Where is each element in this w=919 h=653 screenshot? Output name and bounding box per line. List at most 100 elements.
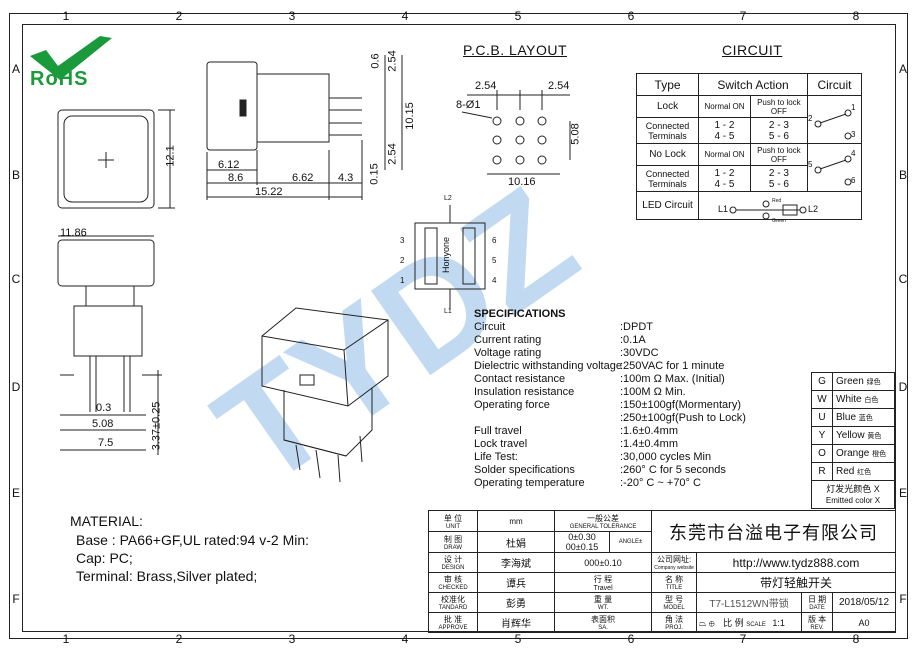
terminal-brand: Honyone (441, 236, 452, 274)
led-l1: L1 (718, 204, 729, 214)
tb-tol-cn: 一般公差 (587, 513, 620, 523)
color-footer-cn: 灯发光颜色 X (826, 483, 880, 494)
spec-key: Operating force (474, 399, 550, 411)
color-code: Y (811, 426, 833, 445)
circuit-led-diagram (698, 191, 862, 220)
side-view-body (256, 73, 330, 143)
tb-angle: ANGLE± (609, 531, 653, 553)
tb-design-value: 李海斌 (477, 552, 555, 573)
grid-col: 7 (739, 9, 747, 23)
spec-key: Insulation resistance (474, 386, 575, 398)
color-cn: 蓝色 (858, 415, 873, 422)
circuit-header-circuit: Circuit (806, 73, 863, 96)
spec-key: Full travel (474, 425, 522, 437)
tb-check-value: 谭兵 (477, 572, 555, 593)
tb-draw-cn: 制 图 (443, 534, 463, 544)
tb-design-en: DESIGN (441, 565, 465, 571)
circuit-connected-1a: 1 - 2 4 - 5 (698, 117, 751, 144)
grid-row: E (11, 486, 20, 500)
tb-scale-cn: 比 例 (723, 618, 744, 628)
tb-wt-en: WT. (597, 605, 609, 611)
tb-rev-value: A0 (832, 612, 896, 633)
grid-col: 8 (852, 9, 860, 23)
tb-model-en: MODEL (663, 605, 685, 611)
circuit-lock: Lock (635, 95, 700, 118)
color-cn: 白色 (864, 397, 879, 404)
grid-row: D (898, 380, 908, 394)
grid-col: 6 (627, 632, 635, 646)
dim-top-h5: 2.54 (386, 143, 399, 165)
circ-pin-6: 6 (851, 176, 856, 185)
circuit-header-action: Switch Action (698, 73, 808, 96)
grid-row: A (11, 62, 20, 76)
dim-top-h3: 10.15 (403, 102, 416, 130)
color-code: O (811, 444, 833, 463)
tb-appr-value: 肖辉华 (477, 612, 555, 633)
color-code: U (811, 408, 833, 427)
tb-travel-en: Travel (593, 584, 613, 592)
spec-val: :1.6±0.4mm (620, 425, 679, 437)
terminal-pin-2: 2 (400, 256, 405, 265)
spec-val: :-20° C ~ +70° C (620, 477, 701, 489)
spec-val: :100M Ω Min. (620, 386, 686, 398)
circuit-header-type: Type (635, 73, 700, 96)
dim-front-width: 11.86 (60, 227, 87, 239)
circuit-connected-1: Connected Terminals (635, 117, 700, 144)
grid-col: 4 (401, 632, 409, 646)
tb-web-cn: 公司网址: (656, 555, 692, 564)
tb-rev-en: REV. (810, 625, 824, 631)
spec-val: :100m Ω Max. (Initial) (620, 373, 725, 385)
tb-unit-value: mm (477, 510, 555, 532)
color-cn: 橙色 (872, 451, 887, 458)
spec-key: Voltage rating (474, 347, 542, 359)
terminal-pin-4: 4 (492, 276, 497, 285)
grid-row: C (898, 272, 908, 286)
dim-top-h4: 0.15 (368, 163, 381, 185)
terminal-pin-3: 3 (400, 236, 405, 245)
circ-pin-4: 4 (851, 149, 856, 158)
circuit-nolock: No Lock (635, 143, 700, 166)
tb-wt-cn: 重 量 (593, 595, 613, 604)
pcb-d4: 10.16 (508, 176, 536, 188)
color-code: R (811, 462, 833, 481)
tb-model-cn: 型 号 (664, 595, 684, 604)
dim-bot-w1: 0.3 (96, 402, 112, 414)
spec-key: Lock travel (474, 438, 528, 450)
tb-tol2: 00±0.15 (565, 542, 599, 552)
tb-web-en: Company website (654, 565, 694, 571)
color-en: Green (836, 376, 864, 387)
grid-row: F (12, 592, 20, 606)
tb-tol1: 0±0.30 (568, 532, 596, 542)
circ-pin-3: 3 (851, 130, 856, 139)
tb-std-value: 彭勇 (477, 592, 555, 613)
pcb-holes (492, 116, 547, 165)
spec-val: :1.4±0.4mm (620, 438, 679, 450)
rohs-check-icon (30, 36, 112, 80)
spec-key: Solder specifications (474, 464, 575, 476)
tb-sa-cn: 表面积 (591, 615, 616, 624)
dim-side-w4: 4.3 (338, 172, 354, 184)
tb-tol3: 000±0.10 (553, 552, 653, 573)
tb-std-en: TANDARD (438, 605, 468, 611)
tb-model-value: T7-L1512WN带锁 (696, 592, 803, 613)
tb-title-value: 带灯轻触开关 (696, 572, 896, 593)
tb-proj-cn: 角 法 (664, 615, 684, 624)
tb-unit-cn: 单 位 (443, 513, 463, 523)
grid-col: 7 (739, 632, 747, 646)
circ-pin-2: 2 (808, 114, 813, 123)
circuit-led: LED Circuit (635, 191, 700, 220)
circuit-lock-a: Normal ON (698, 95, 751, 118)
tb-sa-en: SA. (598, 625, 608, 631)
color-code: W (811, 390, 833, 409)
grid-col: 1 (62, 632, 70, 646)
tb-tol-en: GENERAL TOLERANCE (569, 523, 637, 530)
circuit-nolock-a: Normal ON (698, 143, 751, 166)
tb-date-en: DATE (809, 605, 825, 611)
dim-side-w2: 8.6 (228, 172, 244, 184)
pcb-d2: 2.54 (548, 80, 570, 92)
circuit-connected-2a: 1 - 2 4 - 5 (698, 165, 751, 192)
spec-key: Dielectric withstanding voltage (474, 360, 622, 372)
material-line: Cap: PC; (76, 550, 133, 566)
